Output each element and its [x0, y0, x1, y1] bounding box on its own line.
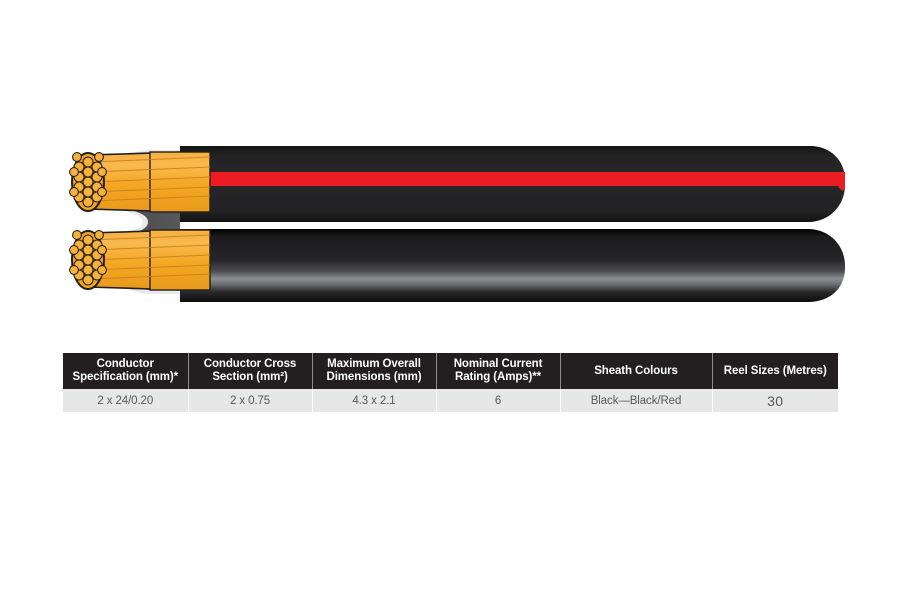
cable-illustration-svg [69, 146, 845, 302]
table-row: 2 x 24/0.20 2 x 0.75 4.3 x 2.1 6 Black—B… [63, 389, 838, 412]
core-separation-gap [180, 222, 845, 229]
cell-sheath-colours: Black—Black/Red [560, 389, 713, 412]
cell-conductor-cross-section: 2 x 0.75 [188, 389, 313, 412]
copper-strands-top [69, 152, 107, 208]
table-header-row: Conductor Specification (mm)* Conductor … [63, 353, 838, 389]
cell-conductor-specification: 2 x 24/0.20 [63, 389, 189, 412]
copper-conductor-bottom [69, 229, 211, 291]
cell-reel-sizes: 30 [712, 389, 838, 412]
header-line: Rating (Amps)** [454, 371, 542, 383]
header-line: Conductor [96, 358, 154, 370]
header-line: Dimensions (mm) [326, 371, 422, 383]
column-header-reel-sizes: Reel Sizes (Metres) [712, 353, 838, 389]
header-line: Nominal Current [453, 358, 543, 370]
cell-nominal-current-rating: 6 [436, 389, 561, 412]
red-stripe [180, 172, 845, 186]
column-header-sheath-colours: Sheath Colours [560, 353, 713, 389]
header-line: Section (mm²) [212, 371, 288, 383]
header-line: Maximum Overall [327, 358, 421, 370]
cable-specification-table: Conductor Specification (mm)* Conductor … [63, 353, 838, 412]
column-header-nominal-current-rating: Nominal Current Rating (Amps)** [436, 353, 561, 389]
header-line: Reel Sizes (Metres) [723, 364, 827, 377]
copper-strands-bottom [69, 230, 107, 286]
lower-core-sheath [180, 229, 845, 302]
column-header-conductor-cross-section: Conductor Cross Section (mm²) [188, 353, 313, 389]
column-header-maximum-overall-dimensions: Maximum Overall Dimensions (mm) [312, 353, 437, 389]
header-line: Specification (mm)* [72, 371, 179, 383]
header-line: Conductor Cross [203, 358, 297, 370]
column-header-conductor-specification: Conductor Specification (mm)* [63, 353, 189, 389]
header-line: Sheath Colours [594, 364, 678, 377]
upper-core-sheath [180, 146, 845, 222]
copper-conductor-top [69, 151, 211, 213]
cell-maximum-overall-dimensions: 4.3 x 2.1 [312, 389, 437, 412]
product-illustration [69, 146, 845, 302]
